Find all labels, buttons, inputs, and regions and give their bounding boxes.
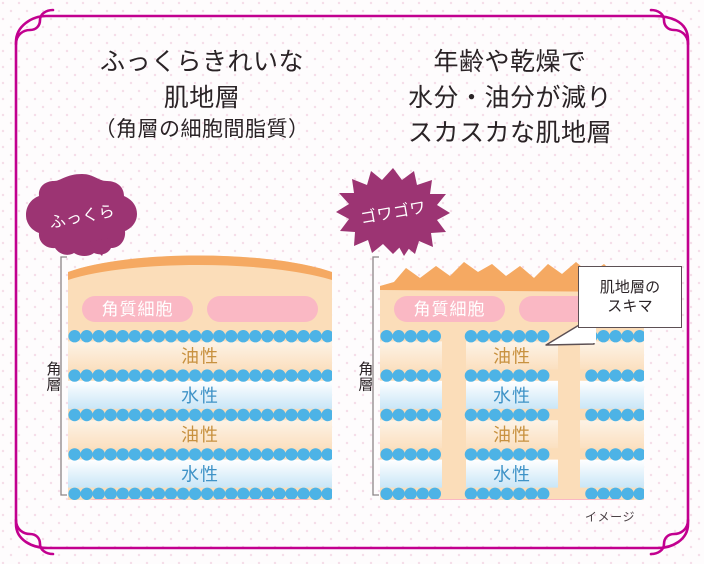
svg-text:油性: 油性 <box>181 425 219 446</box>
skin-diagram-healthy: 角質細胞油性水性油性水性 <box>68 230 332 500</box>
badge-blob-shape <box>26 174 137 256</box>
callout-gap: 肌地層の スキマ <box>545 266 682 346</box>
badge-fukkura: ふっくら <box>24 172 140 258</box>
title-left-line1: ふっくらきれいな <box>99 47 304 76</box>
callout-line2: スキマ <box>607 297 653 315</box>
image-caption: イメージ <box>584 510 636 524</box>
title-right-line3: スカスカな肌地層 <box>407 118 612 147</box>
svg-text:油性: 油性 <box>493 425 531 446</box>
svg-text:水性: 水性 <box>181 386 219 407</box>
svg-text:角質細胞: 角質細胞 <box>414 300 486 320</box>
svg-text:油性: 油性 <box>493 346 531 367</box>
callout-box: 肌地層の スキマ <box>578 266 682 328</box>
title-left: ふっくらきれいな 肌地層 （角層の細胞間脂質） <box>52 44 352 145</box>
badge-gowagowa: ゴワゴワ <box>334 166 452 256</box>
bracket-label-left-text: 角層 <box>44 360 63 392</box>
title-left-line3: （角層の細胞間脂質） <box>94 117 310 141</box>
svg-text:水性: 水性 <box>493 386 531 407</box>
bracket-label-right-text: 角層 <box>356 360 375 392</box>
skin-diagram-depleted: 角質細胞油性水性油性水性 <box>380 230 644 500</box>
title-right-line2: 水分・油分が減り <box>407 82 612 112</box>
bracket-line-right <box>372 256 379 496</box>
svg-text:角質細胞: 角質細胞 <box>102 300 174 320</box>
bracket-label-right: 角層 <box>348 256 382 496</box>
bracket-line-left <box>60 256 67 496</box>
badge-starburst-shape <box>336 168 450 256</box>
callout-line1: 肌地層の <box>599 277 661 296</box>
bracket-label-left: 角層 <box>36 256 70 496</box>
title-right-line1: 年齢や乾燥で <box>433 47 587 76</box>
svg-text:水性: 水性 <box>493 465 531 486</box>
svg-text:油性: 油性 <box>181 346 219 367</box>
svg-text:水性: 水性 <box>181 465 219 486</box>
title-right: 年齢や乾燥で 水分・油分が減り スカスカな肌地層 <box>360 44 660 151</box>
title-left-line2: 肌地層 <box>163 82 241 112</box>
